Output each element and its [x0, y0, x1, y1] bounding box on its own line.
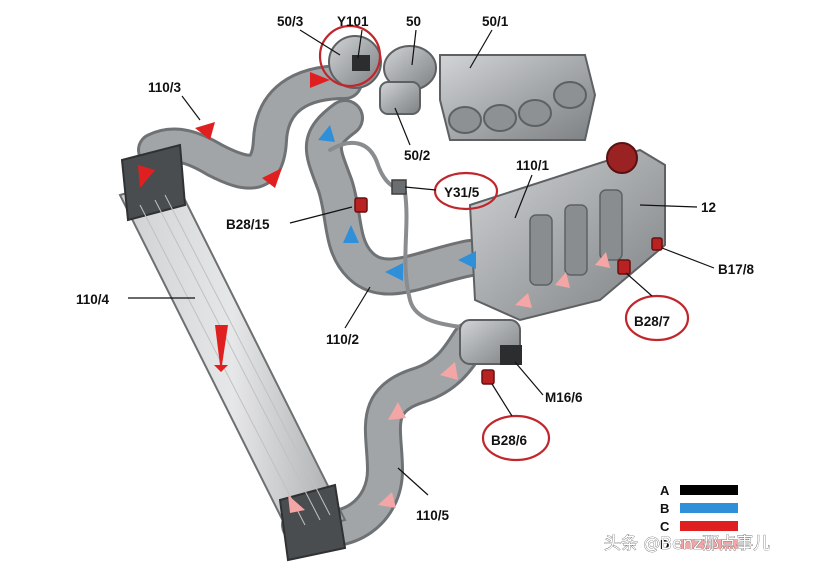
charge-air-cooler [118, 143, 347, 562]
label-12: 12 [701, 200, 716, 215]
valve-y31-5 [391, 179, 407, 195]
sensor-b28-6 [481, 369, 495, 385]
label-y31-5: Y31/5 [444, 185, 480, 200]
sensor-b28-15 [354, 197, 368, 213]
manifold-actuator [606, 142, 638, 174]
legend-swatch-c [680, 521, 738, 531]
sensor-b28-7 [617, 259, 631, 275]
sensors [354, 197, 663, 385]
legend-swatch-a [680, 485, 738, 495]
intake-manifold [468, 142, 666, 322]
label-110-3: 110/3 [148, 80, 182, 95]
legend-letter-d: D [660, 537, 669, 552]
sensor-b17-8 [651, 237, 663, 251]
label-50-3: 50/3 [277, 14, 304, 29]
highlight-circles [318, 24, 690, 462]
flow-arrows-intake [318, 125, 476, 281]
label-110-4: 110/4 [76, 292, 110, 307]
label-110-5: 110/5 [416, 508, 450, 523]
legend-letter-c: C [660, 519, 670, 534]
legend-letter-b: B [660, 501, 669, 516]
legend-swatch-b [680, 503, 738, 513]
leader-lines [128, 29, 715, 496]
highlight-y101 [318, 24, 382, 88]
legend-swatch-d [680, 539, 738, 549]
label-50-1: 50/1 [482, 14, 509, 29]
legend-letter-a: A [660, 483, 670, 498]
label-b28-6: B28/6 [491, 433, 528, 448]
throttle-valve [459, 319, 522, 365]
label-b28-7: B28/7 [634, 314, 670, 329]
highlight-b28-7 [624, 294, 690, 342]
watermark: 头条 @Benz那点事儿 [604, 534, 770, 554]
vacuum-line [328, 141, 472, 330]
label-110-2: 110/2 [326, 332, 359, 347]
turbocharger [328, 35, 437, 115]
legend: A B C D [660, 483, 738, 552]
label-50-2: 50/2 [404, 148, 430, 163]
label-b17-8: B17/8 [718, 262, 755, 277]
exhaust-manifold [439, 54, 597, 141]
label-50: 50 [406, 14, 421, 29]
label-m16-6: M16/6 [545, 390, 583, 405]
label-y101: Y101 [337, 14, 369, 29]
label-110-1: 110/1 [516, 158, 550, 173]
highlight-y31-5 [433, 171, 499, 211]
labels: 50/3 Y101 50 50/1 110/3 50/2 110/1 Y31/5… [76, 14, 755, 523]
label-b28-15: B28/15 [226, 217, 270, 232]
flow-arrows-cooled [288, 252, 610, 513]
highlight-b28-6 [481, 414, 551, 462]
hoses [137, 64, 489, 548]
flow-arrows-hot [138, 72, 330, 372]
